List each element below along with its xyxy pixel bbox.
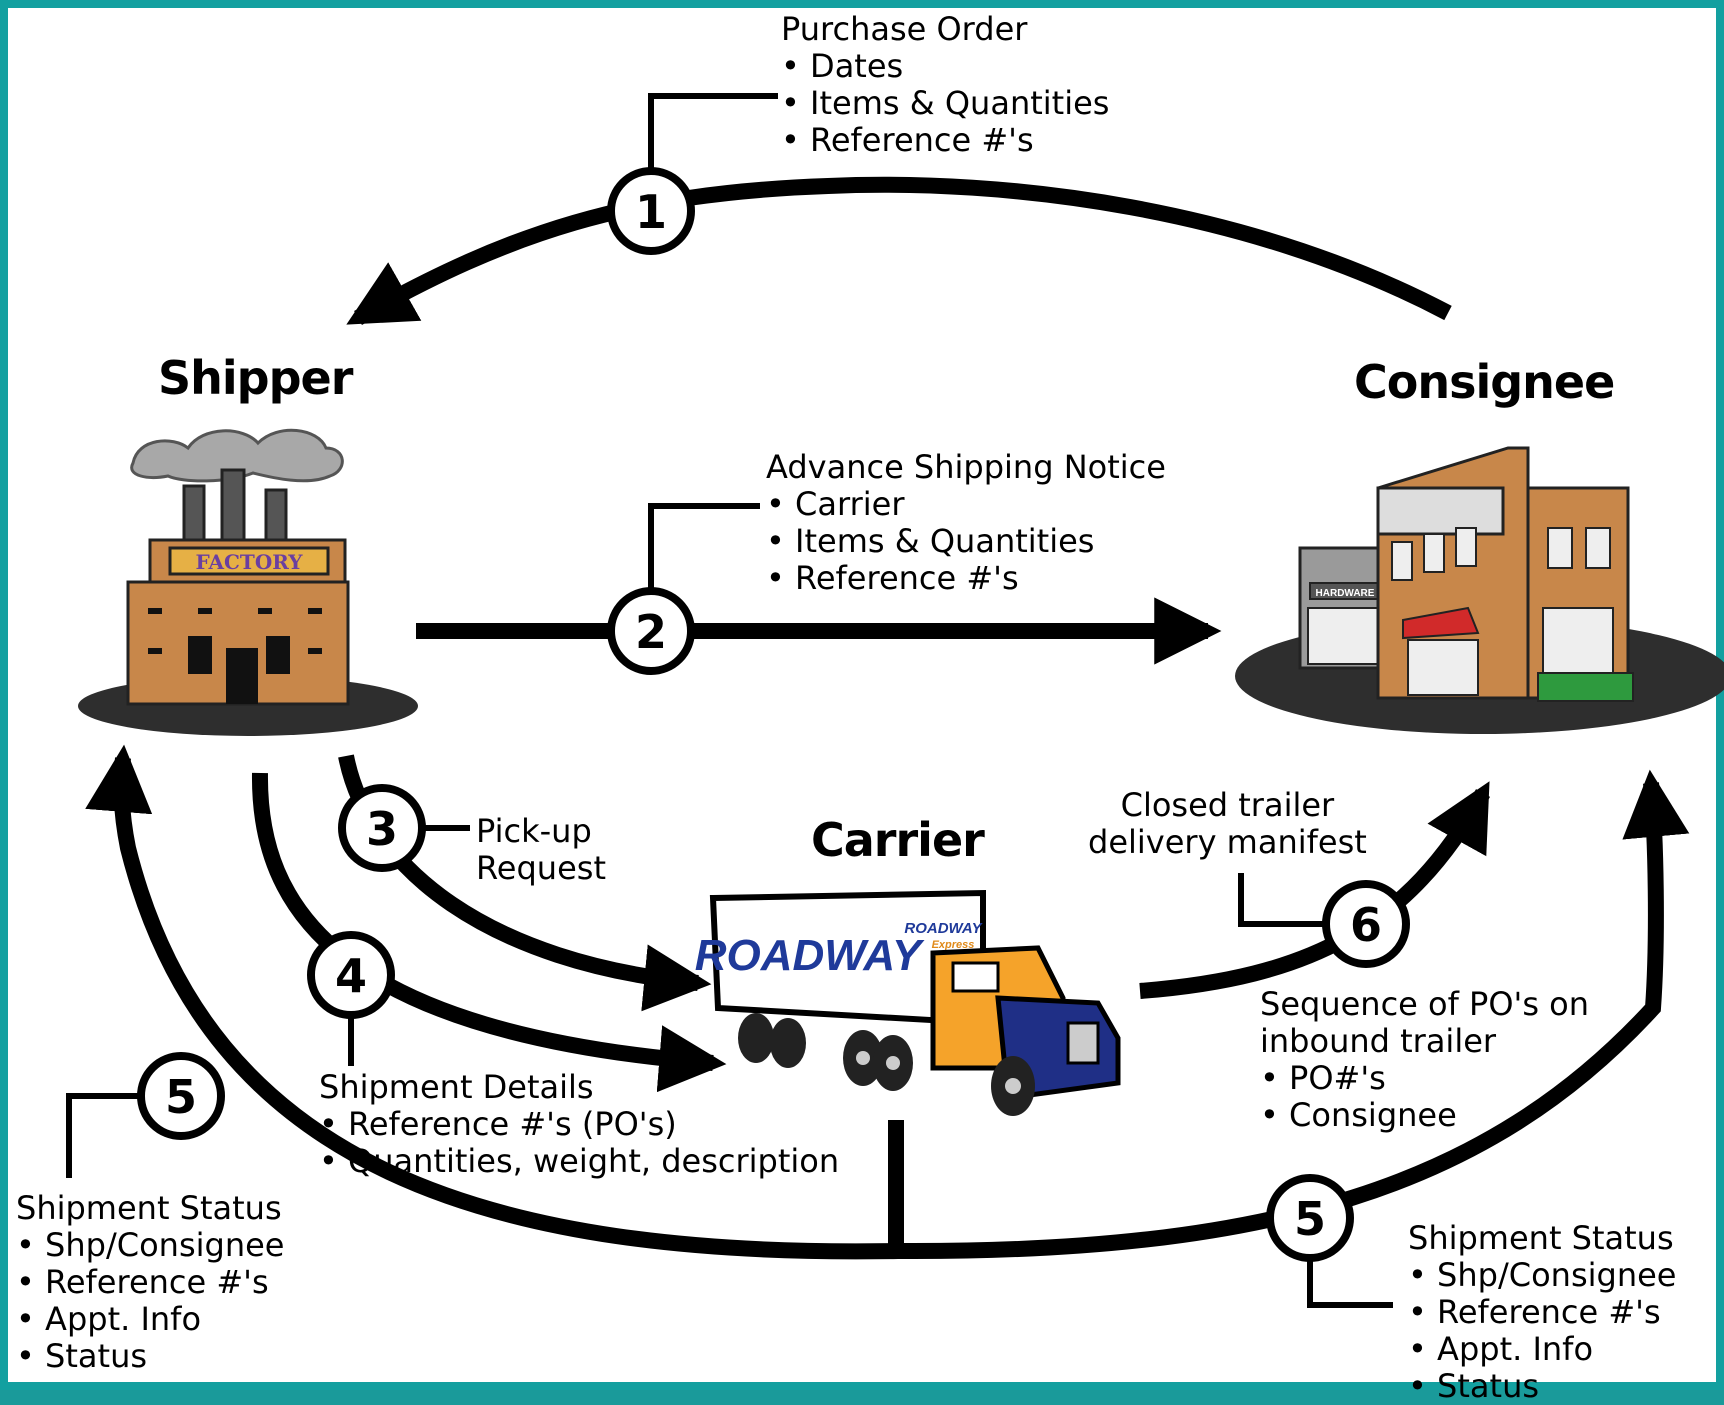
step6-top-line1: Closed trailer: [1120, 786, 1335, 824]
step5-right-item: Shp/Consignee: [1408, 1257, 1676, 1294]
step-circle-6: 6: [1322, 880, 1410, 968]
svg-text:6: 6: [1350, 898, 1382, 952]
step4-item: Reference #'s (PO's): [319, 1106, 839, 1143]
step5-right-item: Appt. Info: [1408, 1331, 1676, 1368]
step5-left-label: Shipment Status Shp/Consignee Reference …: [16, 1190, 284, 1375]
svg-text:1: 1: [635, 185, 667, 239]
svg-text:FACTORY: FACTORY: [195, 550, 303, 574]
step4-item: Quantities, weight, description: [319, 1143, 839, 1180]
leader-2: [648, 503, 760, 603]
step5-left-item: Appt. Info: [16, 1301, 284, 1338]
leader-6: [1238, 873, 1326, 927]
svg-text:HARDWARE: HARDWARE: [1316, 588, 1375, 599]
step4-title: Shipment Details: [319, 1068, 594, 1106]
step2-item: Reference #'s: [766, 560, 1166, 597]
shipper-title: Shipper: [158, 351, 353, 405]
step1-label: Purchase Order Dates Items & Quantities …: [781, 11, 1109, 159]
factory-illustration: FACTORY: [78, 428, 418, 736]
svg-text:Express: Express: [932, 939, 975, 951]
step5-left-item: Status: [16, 1338, 284, 1375]
step5-left-item: Reference #'s: [16, 1264, 284, 1301]
svg-text:ROADWAY: ROADWAY: [695, 931, 925, 980]
step2-label: Advance Shipping Notice Carrier Items & …: [766, 449, 1166, 597]
consignee-title: Consignee: [1354, 355, 1615, 409]
step5-right-item: Status: [1408, 1368, 1676, 1405]
step1-item: Reference #'s: [781, 122, 1109, 159]
svg-text:3: 3: [366, 802, 398, 856]
step1-item: Dates: [781, 48, 1109, 85]
step1-title: Purchase Order: [781, 10, 1028, 48]
leader-5-right: [1307, 1248, 1393, 1308]
step2-item: Carrier: [766, 486, 1166, 523]
step5-right-title: Shipment Status: [1408, 1219, 1674, 1257]
leader-1: [648, 93, 778, 170]
step5-right-label: Shipment Status Shp/Consignee Reference …: [1408, 1220, 1676, 1405]
step3-label: Pick-up Request: [476, 813, 606, 887]
step5-left-title: Shipment Status: [16, 1189, 282, 1227]
step6-item: PO#'s: [1260, 1060, 1589, 1097]
step3-line2: Request: [476, 849, 606, 887]
step6-top-line2: delivery manifest: [1088, 823, 1367, 861]
step-circle-3: 3: [338, 784, 426, 872]
step-circle-5-left: 5: [137, 1052, 225, 1140]
svg-text:5: 5: [165, 1070, 197, 1124]
truck-illustration: ROADWAY ROADWAY Express: [695, 889, 1121, 1116]
step5-left-item: Shp/Consignee: [16, 1227, 284, 1264]
step5-right-item: Reference #'s: [1408, 1294, 1676, 1331]
step6-title-line1: Sequence of PO's on: [1260, 985, 1590, 1023]
step-circle-4: 4: [307, 931, 395, 1019]
step6-top-label: Closed trailer delivery manifest: [1088, 787, 1367, 861]
flow-diagram: 1 2 3 4 5 5 6 FACTORY: [66, 93, 1724, 1308]
step6-title-line2: inbound trailer: [1260, 1022, 1497, 1060]
carrier-title: Carrier: [811, 813, 985, 867]
step3-line1: Pick-up: [476, 812, 592, 850]
step6-item: Consignee: [1260, 1097, 1589, 1134]
arrow-5-status-to-shipper: [85, 744, 899, 1260]
svg-text:2: 2: [635, 605, 667, 659]
step2-item: Items & Quantities: [766, 523, 1166, 560]
store-illustration: HARDWARE: [1235, 446, 1724, 734]
step-circle-2: 2: [607, 587, 695, 675]
svg-text:4: 4: [335, 949, 367, 1003]
leader-5-left: [66, 1093, 148, 1178]
step1-item: Items & Quantities: [781, 85, 1109, 122]
step6-bottom-label: Sequence of PO's on inbound trailer PO#'…: [1260, 986, 1589, 1134]
arrow-1-consignee-to-shipper: [346, 176, 1452, 325]
svg-text:ROADWAY: ROADWAY: [904, 920, 983, 937]
svg-text:5: 5: [1294, 1192, 1326, 1246]
step4-label: Shipment Details Reference #'s (PO's) Qu…: [319, 1069, 839, 1180]
step-circle-5-right: 5: [1266, 1174, 1354, 1262]
step-circle-1: 1: [607, 167, 695, 255]
step2-title: Advance Shipping Notice: [766, 448, 1166, 486]
